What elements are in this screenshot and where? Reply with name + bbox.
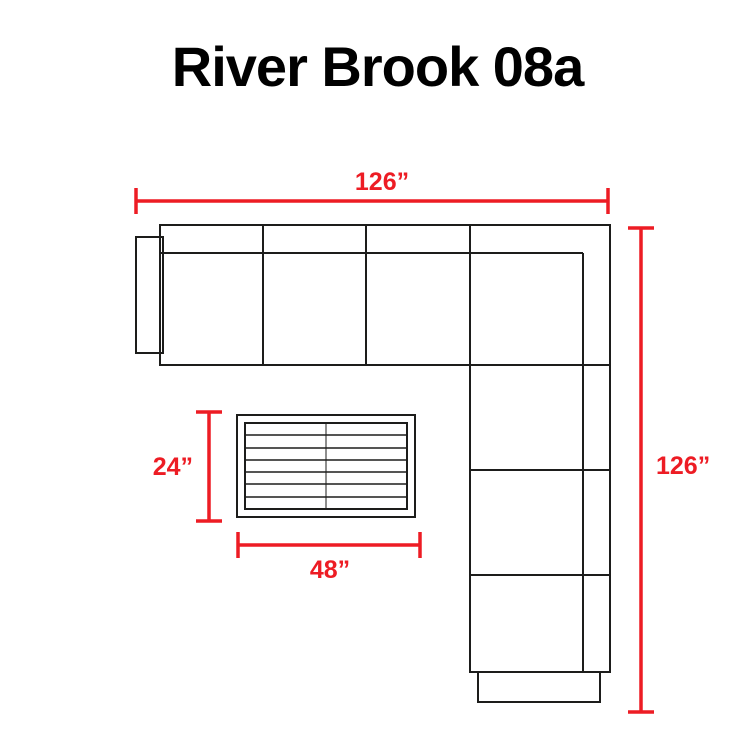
- sectional-sofa-outline: [135, 224, 611, 703]
- dim-top-label: 126”: [355, 168, 409, 196]
- product-title: River Brook 08a: [171, 35, 584, 98]
- dimension-right-height: 126”: [628, 226, 710, 714]
- table-outer-edge: [236, 414, 416, 518]
- dim-depth-label: 24”: [153, 453, 193, 481]
- dimension-table-width: 48”: [236, 532, 422, 584]
- dim-width-label: 48”: [310, 556, 350, 584]
- dimension-top-width: 126”: [134, 168, 610, 214]
- sofa-right-section: [469, 364, 611, 673]
- coffee-table: [236, 414, 416, 518]
- sofa-top-section: [159, 224, 611, 366]
- dimension-table-depth: 24”: [153, 410, 222, 523]
- dim-right-label: 126”: [656, 452, 710, 480]
- left-armrest: [135, 236, 164, 354]
- bottom-armrest: [477, 671, 601, 703]
